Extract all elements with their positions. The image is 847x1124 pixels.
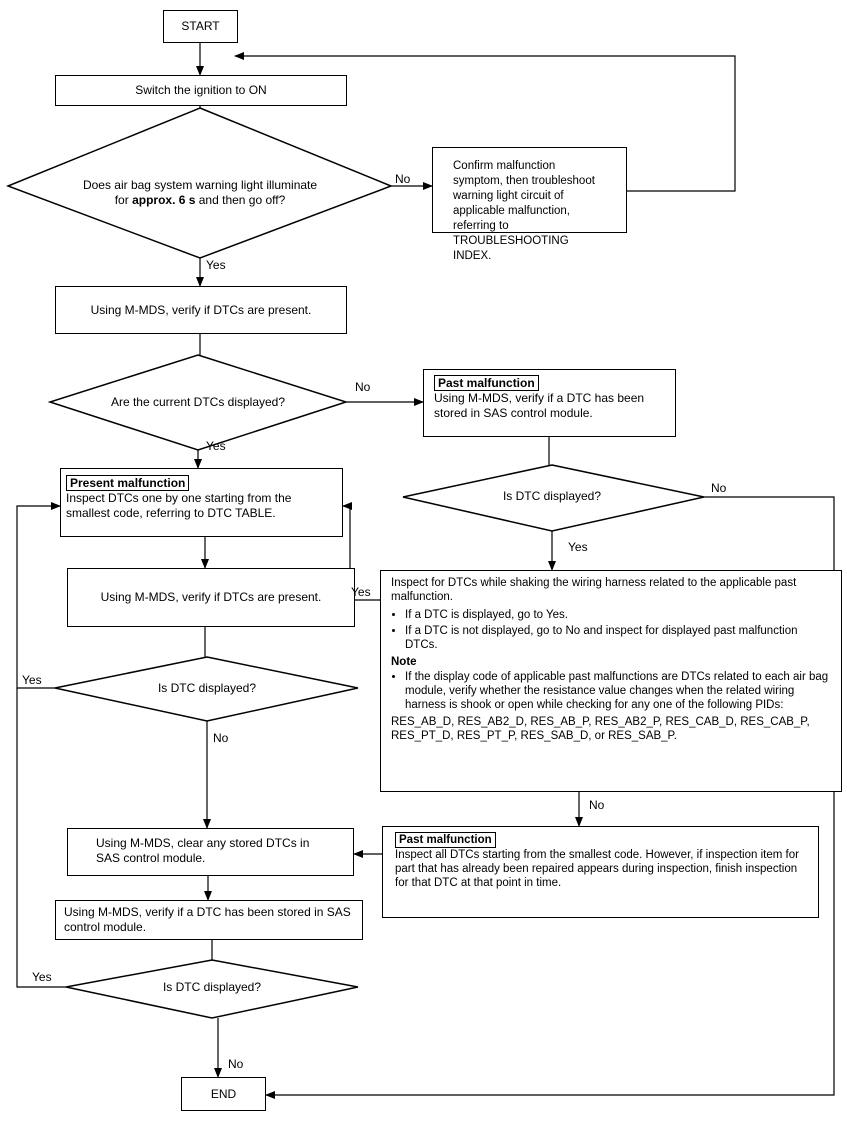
inspect-bullet: If a DTC is displayed, go to Yes. bbox=[405, 608, 831, 622]
confirm-symptom-box: Confirm malfunction symptom, then troubl… bbox=[432, 147, 627, 262]
decision-dtc-mid-text: Is DTC displayed? bbox=[157, 681, 257, 695]
label-no-dtc-bottom: No bbox=[228, 1057, 244, 1071]
label-no-inspect: No bbox=[589, 798, 605, 812]
present-malfunction-tag: Present malfunction bbox=[66, 475, 190, 491]
note-text: If the display code of applicable past m… bbox=[405, 670, 831, 712]
verify-stored-step: Using M-MDS, verify if a DTC has been st… bbox=[55, 900, 363, 940]
past-malfunction-text-2: Inspect all DTCs starting from the small… bbox=[395, 849, 799, 889]
end-terminal: END bbox=[181, 1077, 266, 1111]
label-yes-dtc-mid: Yes bbox=[22, 673, 42, 687]
flow-q5-yes bbox=[16, 688, 66, 988]
label-yes-dtc-bottom: Yes bbox=[32, 970, 52, 984]
label-no-current: No bbox=[355, 380, 371, 394]
present-malfunction-box: Present malfunction Inspect DTCs one by … bbox=[60, 468, 343, 537]
decision-dtc-bottom bbox=[65, 959, 359, 1019]
note-bullets: If the display code of applicable past m… bbox=[391, 670, 831, 712]
label-no-warning: No bbox=[395, 172, 411, 186]
label-yes-warning: Yes bbox=[206, 258, 226, 272]
start-terminal: START bbox=[163, 10, 238, 43]
verify-dtcs-step-2: Using M-MDS, verify if DTCs are present. bbox=[67, 568, 355, 627]
label-yes-dtc-right: Yes bbox=[568, 540, 588, 554]
past-malfunction-tag-2: Past malfunction bbox=[395, 832, 496, 848]
inspect-intro: Inspect for DTCs while shaking the wirin… bbox=[391, 577, 797, 603]
ignition-step: Switch the ignition to ON bbox=[55, 75, 347, 106]
label-no-dtc-mid: No bbox=[213, 731, 229, 745]
past-malfunction-box-2: Past malfunction Inspect all DTCs starti… bbox=[382, 826, 819, 918]
label-yes-inspect: Yes bbox=[351, 585, 371, 599]
present-malfunction-text: Inspect DTCs one by one starting from th… bbox=[66, 491, 292, 520]
inspect-bullet: If a DTC is not displayed, go to No and … bbox=[405, 624, 831, 652]
flow-q3-no bbox=[265, 496, 835, 1099]
inspect-bullets: If a DTC is displayed, go to Yes. If a D… bbox=[391, 608, 831, 652]
decision-warning-light-text: Does air bag system warning light illumi… bbox=[82, 178, 318, 207]
note-heading: Note bbox=[391, 656, 417, 668]
past-malfunction-tag: Past malfunction bbox=[434, 375, 539, 391]
decision-current-dtcs-text: Are the current DTCs displayed? bbox=[110, 395, 286, 409]
past-malfunction-box: Past malfunction Using M-MDS, verify if … bbox=[423, 369, 676, 437]
label-yes-current: Yes bbox=[206, 439, 226, 453]
flow-q4-yes bbox=[16, 502, 61, 689]
flow-confirm-loop bbox=[234, 52, 736, 192]
label-no-dtc-right: No bbox=[711, 481, 727, 495]
flow-inspect-yes bbox=[342, 502, 380, 601]
clear-dtcs-step: Using M-MDS, clear any stored DTCs in SA… bbox=[67, 828, 354, 876]
inspect-shaking-box: Inspect for DTCs while shaking the wirin… bbox=[380, 570, 842, 792]
pid-list: RES_AB_D, RES_AB2_D, RES_AB_P, RES_AB2_P… bbox=[391, 716, 810, 742]
decision-dtc-right-text: Is DTC displayed? bbox=[502, 489, 602, 503]
decision-dtc-bottom-text: Is DTC displayed? bbox=[162, 980, 262, 994]
verify-dtcs-step: Using M-MDS, verify if DTCs are present. bbox=[55, 286, 347, 334]
past-malfunction-text: Using M-MDS, verify if a DTC has been st… bbox=[434, 391, 645, 420]
